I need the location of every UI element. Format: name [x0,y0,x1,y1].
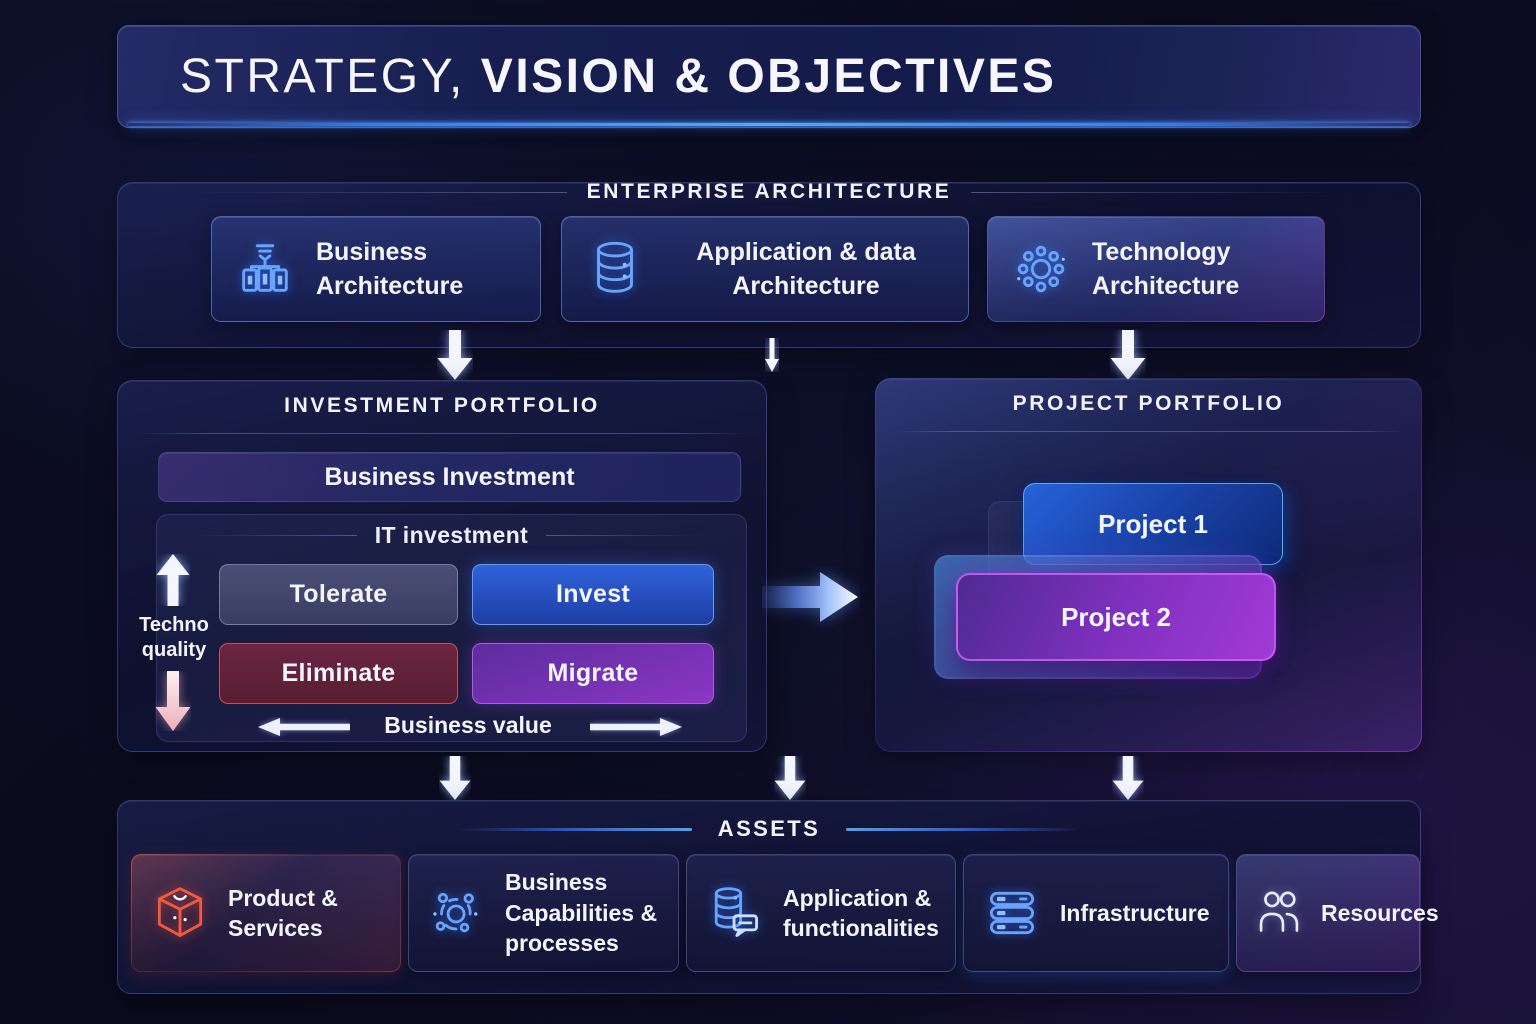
assets-title-row: ASSETS [118,816,1420,842]
quadrant-tolerate: Tolerate [219,564,458,625]
assets-title: ASSETS [717,816,821,841]
cube-icon [157,887,203,937]
down-arrow-icon [1110,330,1146,380]
project-portfolio-section: PROJECT PORTFOLIO Project 1 Project 2 [875,378,1422,752]
techno-quality-axis-label: Techno quality [139,614,209,661]
investment-portfolio-section: INVESTMENT PORTFOLIO Business Investment… [117,380,767,752]
quadrant-migrate: Migrate [472,643,714,704]
technology-architecture-label: Technology Architecture [1092,237,1240,301]
database-chat-icon [714,887,758,937]
business-investment-label: Business Investment [324,462,575,491]
application-functionalities-card: Application & functionalities [686,854,956,972]
title-divider [136,433,748,434]
left-arrow-icon [258,718,350,736]
business-capabilities-label: Business Capabilities & processes [505,869,658,957]
it-investment-title-row: IT investment [197,522,706,549]
migrate-label: Migrate [547,659,639,687]
molecule-icon [433,892,478,933]
it-investment-label: IT investment [374,522,529,548]
resources-card: Resources [1236,854,1439,972]
business-capabilities-card: Business Capabilities & processes [408,854,679,972]
title-line-left [197,535,357,536]
people-icon [1259,891,1299,932]
investment-portfolio-title: INVESTMENT PORTFOLIO [284,394,600,417]
application-data-architecture-label: Application & data Architecture [696,237,916,301]
application-data-architecture-card: Application & data Architecture [561,216,969,322]
enterprise-architecture-title-row: ENTERPRISE ARCHITECTURE [188,180,1350,204]
down-arrow-icon [439,756,471,800]
eliminate-label: Eliminate [281,659,396,687]
building-antenna-icon [242,244,288,292]
title-line-right [546,535,706,536]
business-value-axis-label: Business value [384,712,552,738]
quadrant-invest: Invest [472,564,714,625]
down-arrow-icon [774,756,806,800]
business-investment-bar: Business Investment [158,452,741,502]
down-arrow-icon [437,330,473,380]
database-icon [597,241,633,293]
banner-title-light: STRATEGY, [180,50,465,103]
enterprise-architecture-section: ENTERPRISE ARCHITECTURE Business Archite… [117,180,1421,348]
title-line-left [188,191,567,193]
project-1-card: Project 1 [1023,483,1283,565]
business-architecture-card: Business Architecture [211,216,541,322]
project-1-label: Project 1 [1098,508,1208,539]
resources-label: Resources [1321,899,1439,926]
enterprise-architecture-title: ENTERPRISE ARCHITECTURE [586,180,952,203]
strategy-banner: STRATEGY, VISION & OBJECTIVES [117,25,1421,128]
project-portfolio-title: PROJECT PORTFOLIO [1012,392,1285,415]
flow-right-arrow-icon [762,572,858,622]
business-architecture-label: Business Architecture [316,237,464,301]
gear-icon [1017,245,1065,293]
server-rack-icon [989,891,1035,935]
it-investment-panel: IT investment Tolerate Invest Eliminate … [156,514,747,742]
down-arrow-icon [1112,756,1144,800]
title-divider [894,431,1403,432]
banner-title-bold: VISION & OBJECTIVES [480,50,1057,103]
infrastructure-label: Infrastructure [1060,899,1210,926]
down-arrow-small-icon [765,338,779,372]
right-arrow-icon [590,718,682,736]
quadrant-eliminate: Eliminate [219,643,458,704]
tolerate-label: Tolerate [289,580,388,608]
down-arrow-pink-icon [155,671,191,731]
invest-label: Invest [555,580,631,608]
title-line-right [971,191,1350,193]
product-services-card: Product & Services [131,854,401,972]
project-2-label: Project 2 [1061,601,1171,632]
up-arrow-icon [156,554,190,606]
title-line-right [846,827,1082,831]
assets-section: ASSETS Product & Services [117,800,1439,994]
strategy-banner-title: STRATEGY, VISION & OBJECTIVES [180,26,1056,127]
product-services-label: Product & Services [228,884,338,941]
infrastructure-card: Infrastructure [963,854,1229,972]
title-line-left [456,827,692,831]
project-2-card: Project 2 [956,573,1276,661]
application-functionalities-label: Application & functionalities [783,884,939,941]
technology-architecture-card: Technology Architecture [987,216,1325,322]
